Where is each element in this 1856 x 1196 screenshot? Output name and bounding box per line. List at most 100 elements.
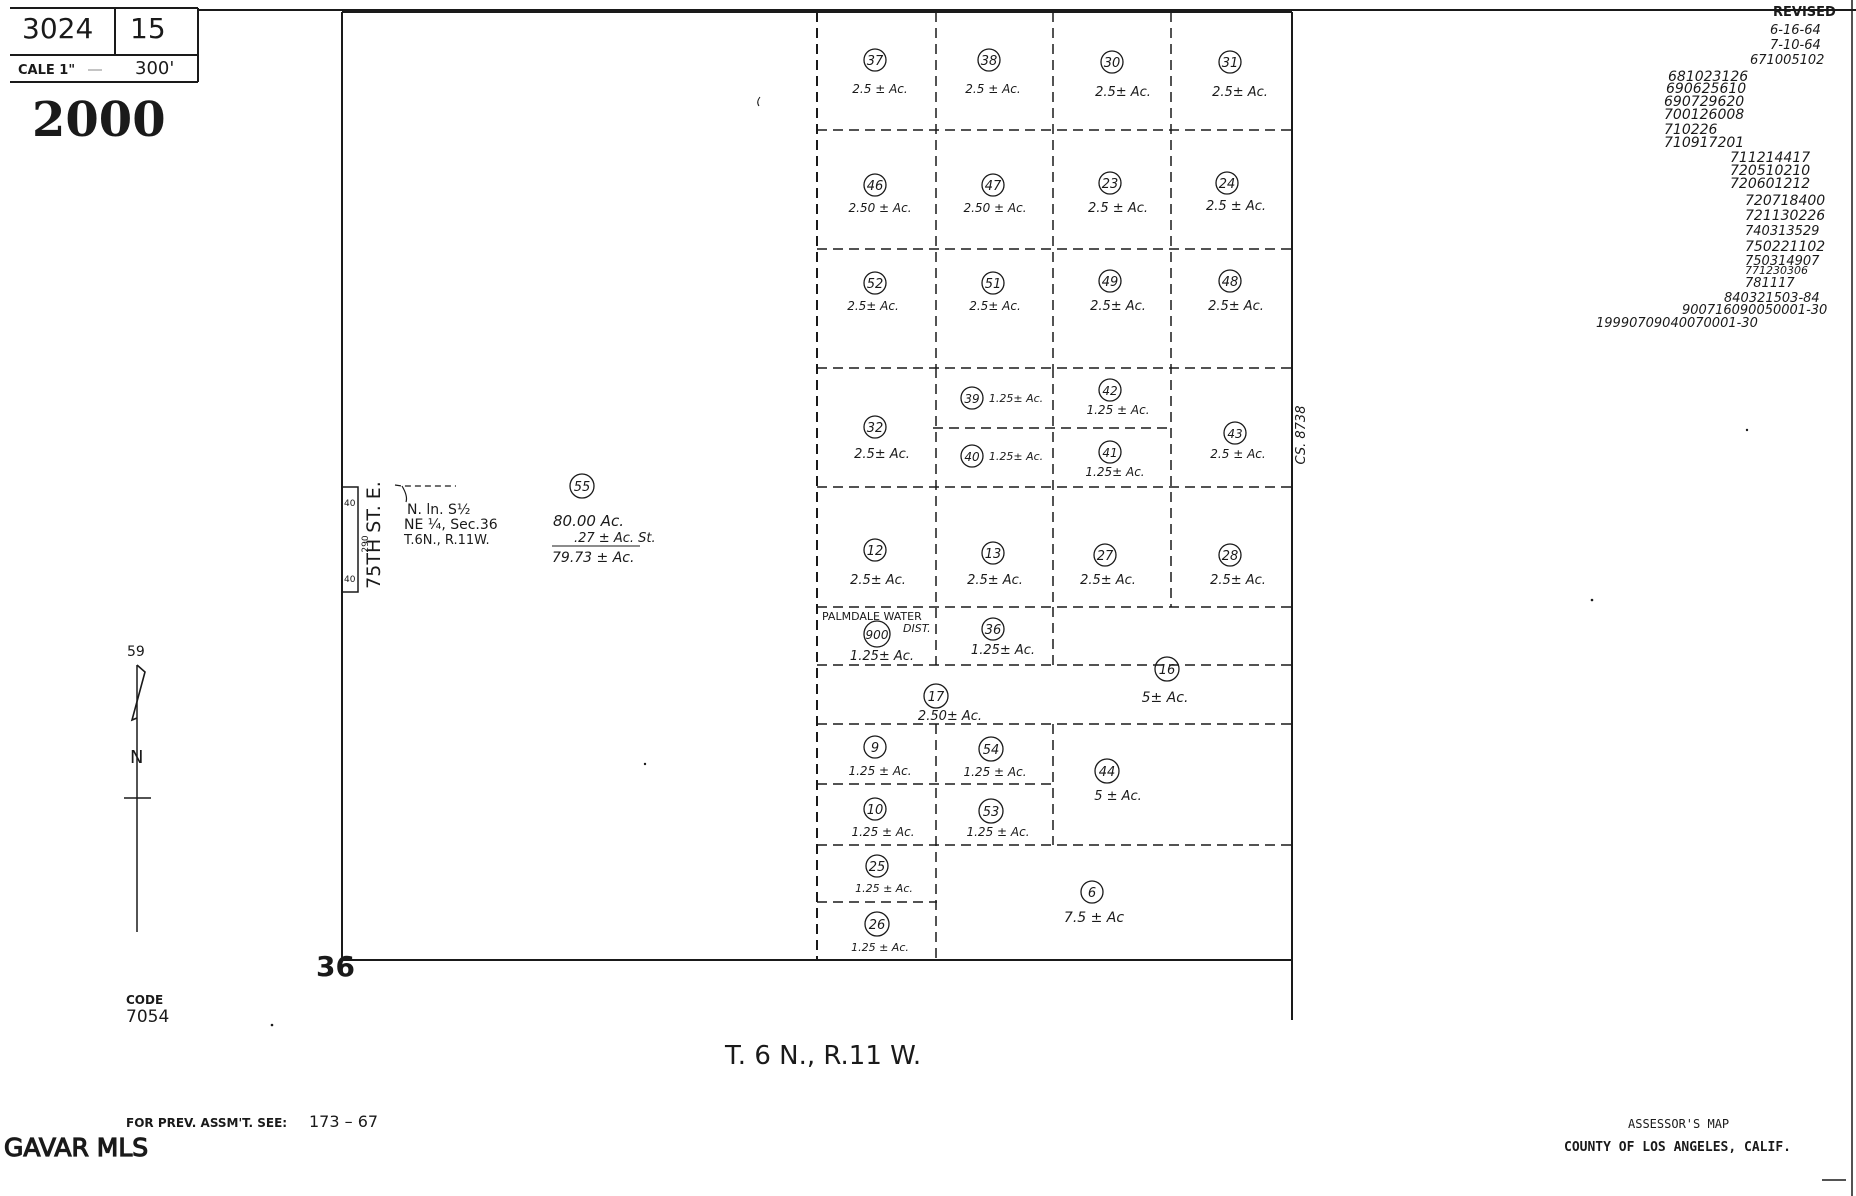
parcel-52[interactable]: 522.5± Ac. bbox=[847, 271, 899, 313]
parcels: 372.5 ± Ac. 382.5 ± Ac. 302.5± Ac. 312.5… bbox=[847, 48, 1268, 954]
parcel-number: 30 bbox=[1104, 56, 1121, 71]
parcel-number: 42 bbox=[1102, 384, 1117, 398]
parcel-28[interactable]: 282.5± Ac. bbox=[1210, 543, 1266, 588]
parcel-number: 40 bbox=[964, 450, 980, 464]
scan-speck bbox=[1590, 598, 1594, 602]
revision-entry: 840321503-84 bbox=[1724, 291, 1820, 306]
parcel-area: 5 ± Ac. bbox=[1094, 789, 1142, 804]
parcel-24[interactable]: 24 2.5 ± Ac. bbox=[1206, 171, 1266, 214]
parcel-6[interactable]: 67.5 ± Ac bbox=[1064, 880, 1124, 926]
parcel-area: 2.5± Ac. bbox=[850, 573, 906, 588]
parcel-48[interactable]: 482.5± Ac. bbox=[1208, 269, 1264, 314]
revision-entry: 7-10-64 bbox=[1770, 38, 1821, 53]
revision-entry: 720510210 bbox=[1730, 163, 1810, 179]
parcel-number: 32 bbox=[867, 421, 884, 436]
mls-watermark: GAVAR MLS bbox=[4, 1133, 148, 1162]
parcel-51[interactable]: 512.5± Ac. bbox=[969, 271, 1021, 313]
revision-entry: 690625610 bbox=[1666, 81, 1746, 97]
revision-entry: 750221102 bbox=[1745, 239, 1825, 255]
parcel-31[interactable]: 312.5± Ac. bbox=[1212, 50, 1268, 100]
parcel-number: 44 bbox=[1099, 765, 1116, 780]
parcel-44[interactable]: 44 5 ± Ac. bbox=[1094, 758, 1142, 804]
parcel-26[interactable]: 261.25 ± Ac. bbox=[851, 911, 909, 954]
parcel-area-gross: 80.00 Ac. bbox=[553, 512, 624, 530]
parcel-55[interactable]: 55 80.00 Ac. .27 ± Ac. St. 79.73 ± Ac. bbox=[552, 473, 656, 566]
parcel-25[interactable]: 251.25 ± Ac. bbox=[855, 854, 913, 895]
revision-list: REVISED 6-16-64 7-10-64 671005102 681023… bbox=[1596, 5, 1836, 331]
parcel-area: 7.5 ± Ac bbox=[1064, 910, 1124, 926]
parcel-17[interactable]: 172.50± Ac. bbox=[918, 683, 982, 724]
legal-line-2: NE ¼, Sec.36 bbox=[404, 517, 498, 533]
parcel-41[interactable]: 411.25± Ac. bbox=[1085, 440, 1145, 479]
parcel-30[interactable]: 302.5± Ac. bbox=[1095, 50, 1151, 100]
parcel-16[interactable]: 165± Ac. bbox=[1142, 656, 1189, 706]
parcel-38[interactable]: 382.5 ± Ac. bbox=[965, 48, 1021, 96]
code-label: CODE bbox=[126, 993, 163, 1007]
parcel-53[interactable]: 531.25 ± Ac. bbox=[966, 798, 1030, 839]
parcel-number: 54 bbox=[983, 743, 1000, 758]
legal-line-1: N. ln. S½ bbox=[407, 502, 471, 518]
year-label: 2000 bbox=[32, 92, 166, 148]
parcel-number: 12 bbox=[867, 544, 884, 559]
parcel-23[interactable]: 232.5 ± Ac. bbox=[1088, 171, 1148, 216]
scan-speck bbox=[1745, 428, 1749, 432]
parcel-36[interactable]: 361.25± Ac. bbox=[971, 617, 1035, 658]
parcel-49[interactable]: 492.5± Ac. bbox=[1090, 269, 1146, 314]
footer-assessors-map: ASSESSOR'S MAP bbox=[1628, 1117, 1729, 1131]
parcel-number: 900 bbox=[866, 628, 889, 642]
revision-entry: 711214417 bbox=[1730, 150, 1810, 166]
parcel-43[interactable]: 432.5 ± Ac. bbox=[1210, 421, 1266, 461]
parcel-27[interactable]: 27 2.5± Ac. bbox=[1080, 543, 1136, 588]
revision-entry: 720718400 bbox=[1745, 193, 1825, 209]
parcel-46[interactable]: 462.50 ± Ac. bbox=[848, 173, 912, 215]
parcel-32[interactable]: 322.5± Ac. bbox=[854, 415, 910, 462]
parcel-number: 27 bbox=[1097, 549, 1114, 564]
palmdale-line-1: PALMDALE WATER bbox=[822, 610, 922, 623]
parcel-area: 1.25 ± Ac. bbox=[1086, 403, 1149, 417]
revision-entry: 700126008 bbox=[1664, 107, 1744, 123]
parcel-area: 2.5± Ac. bbox=[1090, 299, 1146, 314]
parcel-area-street: .27 ± Ac. St. bbox=[574, 531, 656, 546]
parcel-number: 47 bbox=[985, 179, 1002, 194]
street-dim-bottom: 40 bbox=[344, 575, 356, 585]
parcel-area: 1.25± Ac. bbox=[989, 392, 1043, 405]
parcel-10[interactable]: 101.25 ± Ac. bbox=[851, 797, 915, 839]
parcel-area: 2.5± Ac. bbox=[969, 299, 1021, 313]
parcel-number: 17 bbox=[928, 690, 945, 705]
parcel-number: 10 bbox=[867, 803, 884, 818]
parcel-37[interactable]: 372.5 ± Ac. bbox=[852, 48, 908, 96]
parcel-12[interactable]: 12 2.5± Ac. bbox=[850, 538, 906, 588]
parcel-area: 2.5± Ac. bbox=[1080, 573, 1136, 588]
parcel-number: 9 bbox=[871, 741, 879, 756]
map-book-number: 3024 bbox=[22, 12, 93, 45]
parcel-number: 16 bbox=[1159, 663, 1176, 678]
street-dim-mid: 290 bbox=[361, 535, 371, 552]
map-header: 3024 15 CALE 1" 300' 2000 bbox=[10, 7, 1856, 148]
scale-label: CALE 1" bbox=[18, 63, 75, 78]
revision-entry: 720601212 bbox=[1730, 176, 1810, 192]
parcel-area: 2.5± Ac. bbox=[967, 573, 1023, 588]
parcel-number: 31 bbox=[1222, 56, 1239, 71]
parcel-number: 24 bbox=[1219, 177, 1236, 192]
revision-entry: 681023126 bbox=[1668, 69, 1748, 85]
revision-entry: 19990709040070001-30 bbox=[1596, 316, 1758, 331]
revision-entry: 721130226 bbox=[1745, 208, 1825, 224]
parcel-42[interactable]: 42 1.25 ± Ac. bbox=[1086, 378, 1150, 417]
section-boundary bbox=[341, 11, 1293, 1020]
parcel-47[interactable]: 472.50 ± Ac. bbox=[963, 173, 1027, 215]
parcel-area: 1.25 ± Ac. bbox=[963, 765, 1026, 779]
parcel-54[interactable]: 54 1.25 ± Ac. bbox=[963, 736, 1027, 779]
parcel-area: 2.5 ± Ac. bbox=[1206, 199, 1266, 214]
parcel-number: 23 bbox=[1102, 177, 1119, 192]
section-number: 36 bbox=[316, 950, 355, 983]
parcel-area: 2.50 ± Ac. bbox=[848, 201, 911, 215]
parcel-area: 1.25 ± Ac. bbox=[855, 882, 913, 895]
parcel-9[interactable]: 91.25 ± Ac. bbox=[848, 735, 912, 778]
parcel-number: 26 bbox=[869, 918, 886, 933]
parcel-13[interactable]: 132.5± Ac. bbox=[967, 541, 1023, 588]
parcel-area: 1.25 ± Ac. bbox=[966, 825, 1029, 839]
